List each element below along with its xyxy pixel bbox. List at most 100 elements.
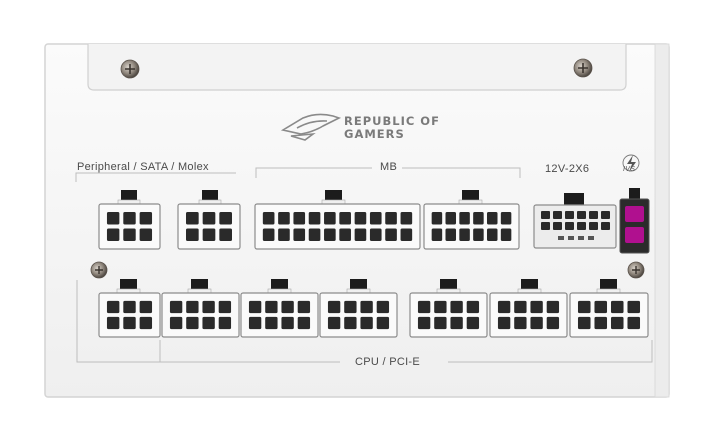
pin-socket xyxy=(308,211,321,225)
pin-socket xyxy=(376,300,390,314)
pin-socket xyxy=(450,316,463,330)
pin-socket xyxy=(139,211,153,225)
label-guide-lines xyxy=(75,167,653,363)
top-plate xyxy=(87,44,627,91)
pin-socket xyxy=(293,211,306,225)
pin-socket xyxy=(324,228,336,242)
pin-socket xyxy=(169,316,183,330)
label-ivs: IVS xyxy=(623,166,636,173)
label-cpu-pcie: CPU / PCI-E xyxy=(355,356,421,368)
pin-socket xyxy=(500,228,512,242)
pin-socket xyxy=(610,316,624,330)
label-peripheral-sata-molex: Peripheral / SATA / Molex xyxy=(77,161,209,173)
connector-cpu-pcie-1[interactable] xyxy=(98,279,161,338)
pin-socket xyxy=(400,228,413,242)
connector-housing xyxy=(177,203,241,250)
pin-socket xyxy=(202,316,215,330)
pin-socket xyxy=(123,211,136,225)
pin-socket xyxy=(219,228,232,242)
pin-socket xyxy=(339,211,351,225)
right-bevel xyxy=(654,43,670,398)
connector-cpu-pcie-6[interactable] xyxy=(489,279,568,338)
connector-12v-2x6[interactable] xyxy=(533,193,617,249)
pin-socket xyxy=(473,211,484,225)
connector-housing xyxy=(319,292,398,338)
pin-socket xyxy=(106,211,120,225)
pin-socket xyxy=(553,211,562,219)
connector-housing xyxy=(254,203,421,250)
pin-socket xyxy=(360,316,373,330)
pin-socket xyxy=(541,222,550,230)
pin-socket xyxy=(565,222,574,230)
connector-housing xyxy=(569,292,649,338)
connector-ivs-accent[interactable] xyxy=(619,188,650,254)
connector-housing xyxy=(98,203,161,250)
connector-mb-24pin-ext[interactable] xyxy=(423,190,520,250)
connector-housing xyxy=(98,292,161,338)
screw-icon xyxy=(90,261,108,279)
rog-eye-logo xyxy=(280,113,342,141)
connector-cpu-pcie-4[interactable] xyxy=(319,279,398,338)
pin-socket xyxy=(262,211,275,225)
pin-socket xyxy=(601,222,610,230)
pin-socket xyxy=(186,228,199,242)
pin-socket xyxy=(106,300,120,314)
pin-socket xyxy=(360,300,373,314)
pin-socket xyxy=(123,316,136,330)
pin-socket xyxy=(139,316,153,330)
pin-socket xyxy=(344,316,357,330)
pin-socket xyxy=(466,316,480,330)
label-mb: MB xyxy=(380,161,398,173)
pin-socket xyxy=(106,228,120,242)
pin-socket xyxy=(218,316,232,330)
pin-socket xyxy=(123,228,136,242)
pin-socket xyxy=(293,228,306,242)
pin-socket xyxy=(344,300,357,314)
pin-socket xyxy=(530,300,543,314)
brand-line-1: REPUBLIC OF xyxy=(344,114,440,128)
pin-socket xyxy=(601,211,610,219)
pin-socket xyxy=(627,300,641,314)
brand-logo-text: REPUBLIC OF GAMERS xyxy=(344,115,440,141)
pin-socket xyxy=(577,211,586,219)
connector-cpu-pcie-5[interactable] xyxy=(409,279,488,338)
pin-socket xyxy=(627,316,641,330)
pin-socket xyxy=(486,228,498,242)
pin-socket xyxy=(417,316,431,330)
connector-cpu-pcie-7[interactable] xyxy=(569,279,649,338)
connector-cpu-pcie-3[interactable] xyxy=(240,279,319,338)
connector-mb-24pin-main[interactable] xyxy=(254,190,421,250)
pin-socket xyxy=(248,300,262,314)
pin-socket xyxy=(431,228,443,242)
pin-socket xyxy=(541,211,550,219)
pin-socket xyxy=(297,300,311,314)
pin-socket xyxy=(400,211,413,225)
pin-socket xyxy=(327,300,341,314)
pin-socket xyxy=(514,316,527,330)
pin-socket xyxy=(434,300,447,314)
pin-socket xyxy=(546,316,560,330)
pin-socket xyxy=(281,316,294,330)
brand-line-2: GAMERS xyxy=(344,127,405,141)
pin-socket xyxy=(577,222,586,230)
pin-socket xyxy=(281,300,294,314)
pin-socket xyxy=(459,211,470,225)
pin-socket xyxy=(594,316,608,330)
connector-cpu-pcie-2[interactable] xyxy=(161,279,240,338)
connector-housing xyxy=(409,292,488,338)
pin-socket xyxy=(610,300,624,314)
pin-socket xyxy=(354,228,367,242)
pin-socket xyxy=(450,300,463,314)
pin-socket xyxy=(219,211,232,225)
lightning-icon xyxy=(622,154,640,172)
pin-socket xyxy=(169,300,183,314)
pin-socket xyxy=(297,316,311,330)
connector-peripheral-6pin-1[interactable] xyxy=(98,190,161,250)
pin-socket xyxy=(434,316,447,330)
connector-peripheral-6pin-2[interactable] xyxy=(177,190,241,250)
pin-socket xyxy=(497,316,511,330)
pin-socket xyxy=(594,300,608,314)
pin-socket xyxy=(278,211,290,225)
pin-socket xyxy=(553,222,562,230)
pin-socket xyxy=(589,222,598,230)
